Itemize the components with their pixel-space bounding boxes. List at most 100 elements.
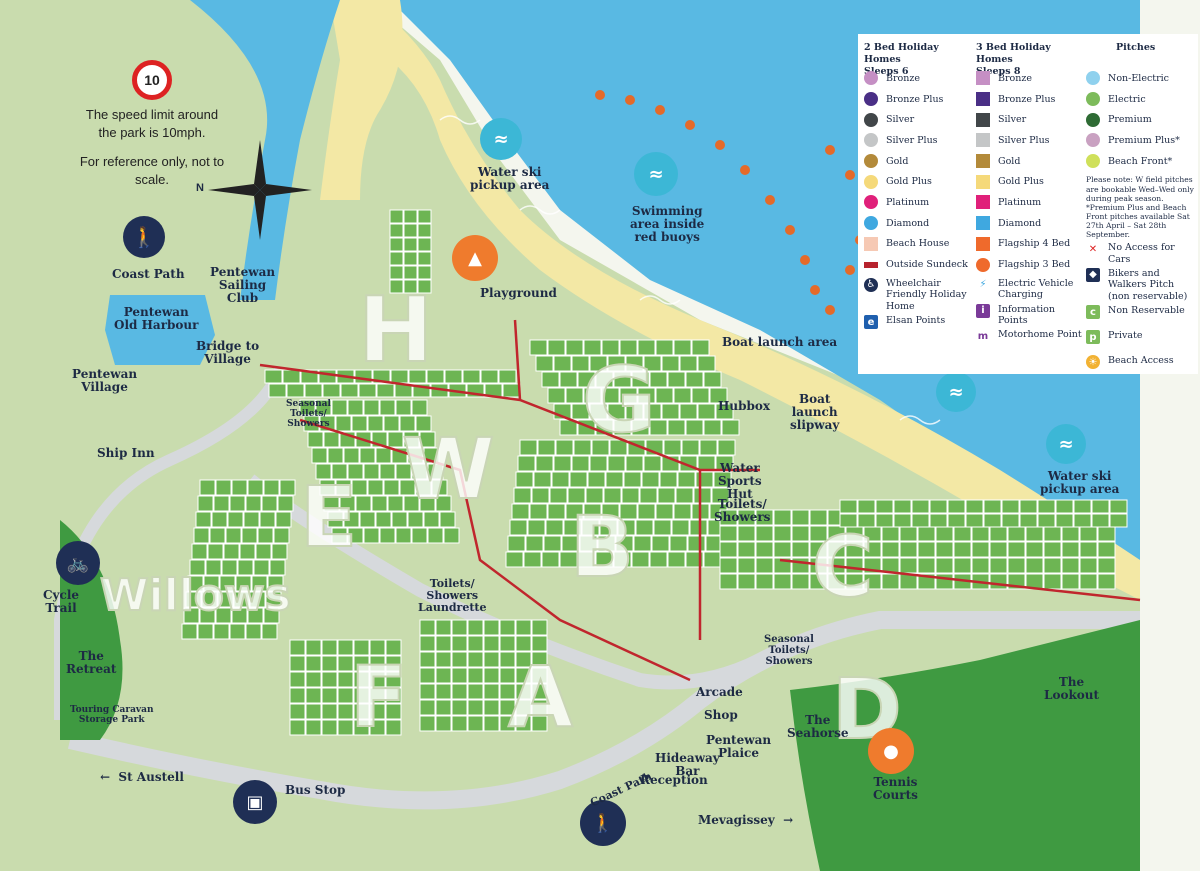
compass-icon bbox=[208, 140, 312, 240]
pitch bbox=[305, 703, 322, 720]
pitch bbox=[827, 525, 846, 542]
pitch bbox=[667, 551, 686, 568]
pitch bbox=[207, 543, 224, 560]
legend-2bed-swatch bbox=[864, 154, 878, 169]
pitch bbox=[335, 415, 352, 432]
legend-2bed-extra-item: ♿Wheelchair Friendly Holiday Home bbox=[864, 277, 972, 312]
pitch bbox=[569, 471, 588, 488]
pitch bbox=[403, 251, 418, 266]
playground-icon[interactable]: ▲ bbox=[452, 235, 498, 281]
pitch bbox=[971, 541, 990, 558]
pitch bbox=[263, 479, 280, 496]
pitch bbox=[343, 447, 360, 464]
pitch bbox=[661, 403, 680, 420]
pitch bbox=[545, 519, 564, 536]
pitch bbox=[1061, 557, 1080, 574]
pitch bbox=[435, 699, 452, 716]
river bbox=[190, 0, 340, 300]
bus-stop-label: Bus Stop bbox=[285, 783, 346, 797]
swimming-icon[interactable]: ≈ bbox=[634, 152, 678, 196]
pitch bbox=[351, 479, 368, 496]
legend-3bed-extra-label: Information Points bbox=[998, 303, 1056, 327]
pitch bbox=[1025, 557, 1044, 574]
pitch bbox=[399, 479, 416, 496]
swimming-right-icon[interactable]: ≈ bbox=[936, 372, 976, 412]
pitch bbox=[519, 439, 538, 456]
pitch bbox=[363, 463, 380, 480]
pitch bbox=[419, 667, 436, 684]
pitch bbox=[483, 635, 500, 652]
pitch bbox=[737, 557, 756, 574]
legend-3bed-swatch bbox=[976, 257, 990, 272]
pitch bbox=[363, 527, 380, 544]
pitch bbox=[637, 387, 656, 404]
private-icon: p bbox=[1086, 330, 1100, 345]
pitch bbox=[669, 535, 688, 552]
pitch bbox=[411, 527, 428, 544]
pitch bbox=[547, 339, 566, 356]
water-ski-icon[interactable]: ≈ bbox=[480, 118, 522, 160]
legend-2bed-swatch bbox=[864, 236, 878, 251]
legend-2bed-swatch bbox=[864, 133, 878, 148]
buoy bbox=[595, 90, 605, 100]
pitch bbox=[791, 509, 810, 526]
pitch bbox=[331, 399, 348, 416]
pitch bbox=[589, 355, 608, 372]
pitch bbox=[215, 479, 232, 496]
legend-2bed-extra-label: Wheelchair Friendly Holiday Home bbox=[886, 277, 967, 312]
pitch bbox=[467, 683, 484, 700]
legend-heading-pitches: Pitches bbox=[1116, 42, 1156, 53]
legend-3bed-item: Bronze Plus bbox=[976, 89, 1086, 110]
pitch bbox=[1043, 525, 1062, 542]
pitch bbox=[289, 687, 306, 704]
pitch bbox=[601, 339, 620, 356]
pitch bbox=[395, 399, 412, 416]
pitch bbox=[989, 525, 1008, 542]
pitch bbox=[403, 495, 420, 512]
pitch bbox=[809, 525, 828, 542]
pitch bbox=[245, 495, 262, 512]
legend-pitch-swatch bbox=[1086, 154, 1100, 169]
coast-path-bottom-icon[interactable]: 🚶 bbox=[580, 800, 626, 846]
pitch bbox=[403, 237, 418, 252]
pitch bbox=[1073, 499, 1092, 514]
pitch bbox=[953, 525, 972, 542]
bus-stop-icon[interactable]: ▣ bbox=[233, 780, 277, 824]
legend-2bed-extra-label: Elsan Points bbox=[886, 315, 946, 327]
pitch bbox=[697, 403, 716, 420]
water-ski-right-icon[interactable]: ≈ bbox=[1046, 424, 1086, 464]
pitch bbox=[737, 541, 756, 558]
legend-2bed-label: Bronze bbox=[886, 72, 920, 84]
pitch bbox=[277, 495, 294, 512]
legend-2bed-label: Silver bbox=[886, 114, 915, 126]
pitch bbox=[619, 503, 638, 520]
pitch bbox=[275, 511, 292, 528]
pitch bbox=[417, 223, 432, 238]
pitch bbox=[613, 371, 632, 388]
buoy bbox=[825, 145, 835, 155]
pitch bbox=[661, 355, 680, 372]
coast-path-icon[interactable]: 🚶 bbox=[123, 216, 165, 258]
pitch bbox=[419, 699, 436, 716]
pitch bbox=[415, 479, 432, 496]
tennis-icon[interactable]: ● bbox=[868, 728, 914, 774]
pitch bbox=[881, 541, 900, 558]
pitch bbox=[653, 519, 672, 536]
pitch bbox=[395, 527, 412, 544]
legend-3bed-extra-label: Electric Vehicle Charging bbox=[998, 277, 1074, 301]
cycle-trail-icon[interactable]: 🚲 bbox=[56, 541, 100, 585]
pitch bbox=[679, 355, 698, 372]
pitch bbox=[195, 511, 212, 528]
pitch bbox=[659, 471, 678, 488]
legend-pitch-label: Premium Plus* bbox=[1108, 134, 1180, 146]
pitch bbox=[213, 623, 230, 640]
pitch bbox=[263, 607, 280, 624]
pitch bbox=[243, 511, 260, 528]
zone-a-label: A bbox=[507, 647, 574, 747]
pitch bbox=[193, 527, 210, 544]
pitch bbox=[965, 513, 984, 528]
legend-pitch-swatch bbox=[1086, 112, 1100, 127]
